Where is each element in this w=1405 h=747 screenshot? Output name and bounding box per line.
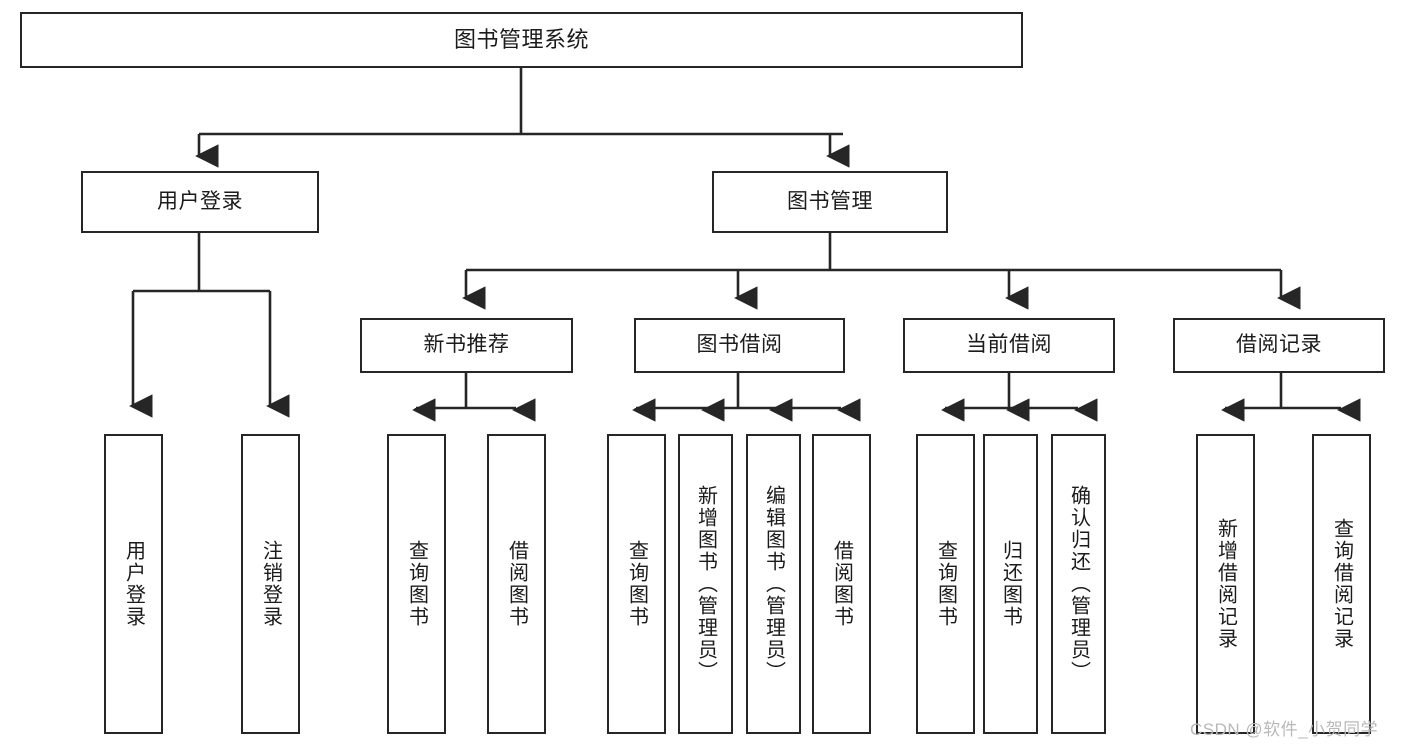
leaf-user-login-2[interactable]: 注销登录 (241, 434, 300, 734)
leaf-user-login-1[interactable]: 用户登录 (104, 434, 163, 734)
node-current-borrow-label: 当前借阅 (966, 333, 1052, 357)
leaf-user-login-2-label: 注销登录 (259, 540, 282, 628)
leaf-book-borrow-1-label: 查询图书 (625, 540, 648, 628)
leaf-current-borrow-1[interactable]: 查询图书 (916, 434, 975, 734)
node-book-borrow[interactable]: 图书借阅 (634, 318, 845, 373)
leaf-new-book-1-label: 查询图书 (405, 540, 428, 628)
node-book-manage[interactable]: 图书管理 (712, 171, 948, 233)
node-user-login[interactable]: 用户登录 (81, 171, 319, 233)
leaf-book-borrow-2[interactable]: 新增图书（管理员） (678, 434, 733, 734)
node-user-login-label: 用户登录 (157, 189, 243, 213)
leaf-book-borrow-3[interactable]: 编辑图书（管理员） (746, 434, 801, 734)
leaf-borrow-record-1[interactable]: 新增借阅记录 (1196, 434, 1255, 734)
leaf-book-borrow-4[interactable]: 借阅图书 (812, 434, 871, 734)
leaf-book-borrow-1[interactable]: 查询图书 (607, 434, 666, 734)
node-book-borrow-label: 图书借阅 (696, 333, 783, 357)
leaf-book-borrow-4-label: 借阅图书 (830, 540, 853, 628)
node-root[interactable]: 图书管理系统 (20, 12, 1023, 68)
leaf-current-borrow-2-label: 归还图书 (999, 540, 1022, 628)
leaf-user-login-1-label: 用户登录 (122, 540, 145, 628)
leaf-borrow-record-1-label: 新增借阅记录 (1214, 518, 1237, 650)
leaf-current-borrow-3-label: 确认归还（管理员） (1067, 485, 1090, 683)
node-book-manage-label: 图书管理 (787, 189, 873, 213)
node-new-book-recommend[interactable]: 新书推荐 (360, 318, 573, 373)
leaf-new-book-2-label: 借阅图书 (505, 540, 528, 628)
leaf-current-borrow-3[interactable]: 确认归还（管理员） (1051, 434, 1106, 734)
node-new-book-recommend-label: 新书推荐 (423, 333, 510, 357)
node-borrow-record-label: 借阅记录 (1236, 333, 1322, 357)
node-borrow-record[interactable]: 借阅记录 (1173, 318, 1385, 373)
leaf-borrow-record-2[interactable]: 查询借阅记录 (1312, 434, 1371, 734)
leaf-new-book-2[interactable]: 借阅图书 (487, 434, 546, 734)
leaf-current-borrow-1-label: 查询图书 (934, 540, 957, 628)
leaf-current-borrow-2[interactable]: 归还图书 (983, 434, 1038, 734)
leaf-new-book-1[interactable]: 查询图书 (387, 434, 446, 734)
leaf-book-borrow-2-label: 新增图书（管理员） (694, 485, 717, 683)
connector-lines (129, 68, 1361, 422)
leaf-borrow-record-2-label: 查询借阅记录 (1330, 518, 1353, 650)
leaf-book-borrow-3-label: 编辑图书（管理员） (762, 485, 785, 683)
node-current-borrow[interactable]: 当前借阅 (903, 318, 1115, 373)
node-root-label: 图书管理系统 (453, 27, 589, 53)
